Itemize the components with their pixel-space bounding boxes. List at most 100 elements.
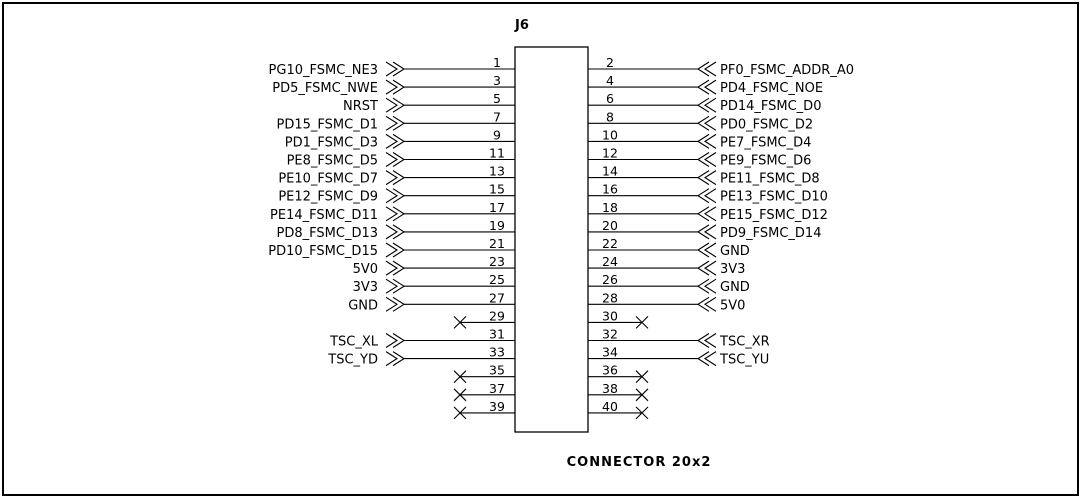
pin-number: 27	[489, 290, 505, 305]
net-chevron-icon	[696, 188, 717, 204]
net-chevron-icon	[385, 260, 406, 276]
pin-number: 16	[602, 182, 618, 197]
pin-number: 2	[606, 55, 614, 70]
pin-number: 36	[602, 363, 618, 378]
net-chevron-icon	[385, 333, 406, 348]
pin-number: 18	[602, 200, 618, 215]
net-chevron-icon	[385, 242, 406, 258]
net-chevron-icon	[385, 61, 406, 77]
pin-number: 8	[606, 109, 614, 124]
net-label: PD14_FSMC_D0	[720, 99, 821, 114]
pin-number: 25	[489, 272, 505, 287]
net-chevron-icon	[385, 224, 406, 240]
net-label: PE13_FSMC_D10	[720, 190, 828, 205]
net-label: 3V3	[353, 280, 378, 295]
net-label: PG10_FSMC_NE3	[269, 63, 378, 78]
net-label: PE14_FSMC_D11	[270, 208, 378, 223]
net-label: PD9_FSMC_D14	[720, 226, 821, 241]
no-connect-icon	[453, 370, 467, 384]
net-chevron-icon	[385, 188, 406, 204]
net-chevron-icon	[385, 296, 406, 312]
pin-number: 30	[602, 308, 618, 323]
pin-number: 19	[489, 218, 505, 233]
net-chevron-icon	[696, 333, 717, 348]
net-label: TSC_XR	[719, 335, 770, 350]
pin-number: 37	[489, 381, 505, 396]
pin-number: 11	[489, 146, 505, 161]
pin-number: 7	[493, 109, 501, 124]
no-connect-icon	[453, 316, 467, 329]
net-label: PE15_FSMC_D12	[720, 208, 828, 223]
net-chevron-icon	[696, 97, 717, 113]
pin-number: 24	[602, 254, 618, 269]
pin-number: 1	[493, 55, 501, 70]
net-chevron-icon	[696, 133, 717, 149]
pin-number: 14	[602, 164, 618, 179]
no-connect-icon	[635, 370, 649, 384]
net-label: PE7_FSMC_D4	[720, 135, 811, 150]
connector-body	[514, 46, 589, 433]
net-label: 3V3	[720, 262, 745, 277]
pin-number: 29	[489, 308, 505, 323]
net-label: NRST	[343, 99, 378, 114]
no-connect-icon	[453, 388, 467, 402]
net-chevron-icon	[696, 79, 717, 95]
net-chevron-icon	[696, 152, 717, 167]
net-chevron-icon	[385, 278, 406, 294]
pin-number: 20	[602, 218, 618, 233]
net-label: PD1_FSMC_D3	[285, 135, 378, 150]
net-label: GND	[348, 298, 378, 313]
pin-number: 23	[489, 254, 505, 269]
pin-number: 13	[489, 164, 505, 179]
net-label: PD4_FSMC_NOE	[720, 81, 823, 96]
net-chevron-icon	[696, 260, 717, 276]
net-chevron-icon	[696, 296, 717, 312]
net-label: PE11_FSMC_D8	[720, 172, 820, 187]
net-label: GND	[720, 280, 750, 295]
pin-number: 22	[602, 236, 618, 251]
net-label: TSC_YU	[719, 353, 769, 368]
net-chevron-icon	[696, 115, 717, 131]
net-label: PE8_FSMC_D5	[287, 154, 378, 169]
pin-number: 31	[489, 327, 505, 342]
pin-number: 34	[602, 345, 618, 360]
net-chevron-icon	[385, 170, 406, 186]
net-label: PD5_FSMC_NWE	[272, 81, 378, 96]
pin-number: 5	[493, 91, 501, 106]
pin-number: 32	[602, 327, 618, 342]
part-name-label: CONNECTOR 20x2	[567, 455, 712, 470]
net-label: PE10_FSMC_D7	[278, 172, 378, 187]
pin-number: 6	[606, 91, 614, 106]
pin-number: 3	[493, 73, 501, 88]
net-chevron-icon	[696, 351, 717, 367]
no-connect-icon	[635, 406, 649, 420]
net-chevron-icon	[696, 224, 717, 240]
net-chevron-icon	[696, 61, 717, 77]
no-connect-icon	[635, 388, 649, 402]
pin-number: 38	[602, 381, 618, 396]
net-label: PD15_FSMC_D1	[277, 117, 378, 132]
net-chevron-icon	[385, 133, 406, 149]
pin-number: 26	[602, 272, 618, 287]
net-label: PD10_FSMC_D15	[268, 244, 378, 259]
pin-number: 40	[602, 399, 618, 414]
net-chevron-icon	[385, 79, 406, 95]
pin-number: 17	[489, 200, 505, 215]
net-label: PE9_FSMC_D6	[720, 154, 811, 169]
net-chevron-icon	[696, 242, 717, 258]
net-label: 5V0	[353, 262, 378, 277]
pin-number: 35	[489, 363, 505, 378]
net-label: 5V0	[720, 298, 745, 313]
pin-number: 12	[602, 146, 618, 161]
net-label: PE12_FSMC_D9	[278, 190, 378, 205]
net-label: PD0_FSMC_D2	[720, 117, 813, 132]
pin-number: 9	[493, 127, 501, 142]
pin-number: 15	[489, 182, 505, 197]
net-label: TSC_YD	[327, 353, 378, 368]
net-chevron-icon	[696, 206, 717, 222]
pins-layer: PG10_FSMC_NE31PF0_FSMC_ADDR_A02PD5_FSMC_…	[268, 55, 854, 420]
net-chevron-icon	[385, 97, 406, 113]
pin-number: 33	[489, 345, 505, 360]
pin-number: 4	[606, 73, 614, 88]
